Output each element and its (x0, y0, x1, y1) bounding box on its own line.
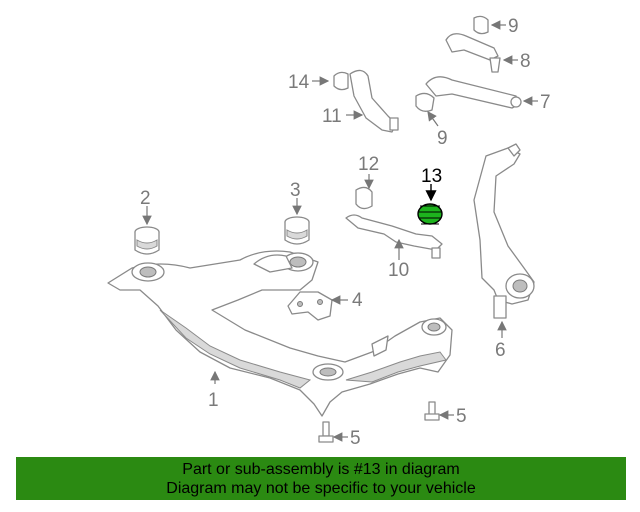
callout-12: 12 (358, 154, 379, 175)
callout-5-right: 5 (456, 406, 467, 427)
callout-5-lower: 5 (350, 428, 361, 449)
callout-14: 14 (288, 72, 310, 93)
bushing-part-14 (333, 71, 349, 91)
subframe-part-1 (107, 250, 453, 417)
bolt-part-5-lower (318, 421, 334, 443)
callout-10: 10 (388, 260, 409, 281)
bushing-part-9-mid (415, 92, 435, 112)
mount-part-3 (284, 216, 310, 245)
bracket-part-4 (287, 291, 333, 321)
leader-lines (142, 20, 538, 442)
callout-1: 1 (208, 390, 219, 411)
upper-arm-part-11 (349, 69, 399, 133)
callout-3: 3 (290, 180, 301, 201)
callout-labels: 1 2 3 4 5 5 6 7 8 9 9 10 11 12 13 14 (140, 16, 551, 449)
bushing-part-9-top (473, 15, 489, 35)
banner-line-1: Part or sub-assembly is #13 in diagram (182, 461, 460, 478)
upper-arm-part-8 (445, 33, 501, 73)
upper-arm-part-7 (425, 76, 522, 109)
banner-line-2: Diagram may not be specific to your vehi… (166, 480, 476, 497)
callout-13-highlighted: 13 (421, 166, 442, 187)
info-banner: Part or sub-assembly is #13 in diagram D… (16, 457, 626, 500)
callout-7: 7 (540, 92, 551, 113)
callout-6: 6 (495, 340, 506, 361)
callout-9-mid: 9 (437, 128, 448, 149)
callout-11: 11 (322, 106, 342, 127)
mount-part-2 (134, 226, 160, 255)
bushing-part-12 (355, 186, 373, 210)
bushing-part-13-highlighted (417, 203, 443, 225)
callout-8: 8 (520, 51, 531, 72)
callout-4: 4 (352, 290, 363, 311)
bolt-part-5-right (424, 401, 440, 421)
callout-2: 2 (140, 188, 151, 209)
suspension-diagram: 1 2 3 4 5 5 6 7 8 9 9 10 11 12 13 14 (107, 15, 551, 449)
knuckle-part-6 (473, 143, 535, 319)
callout-9-top: 9 (508, 16, 519, 37)
